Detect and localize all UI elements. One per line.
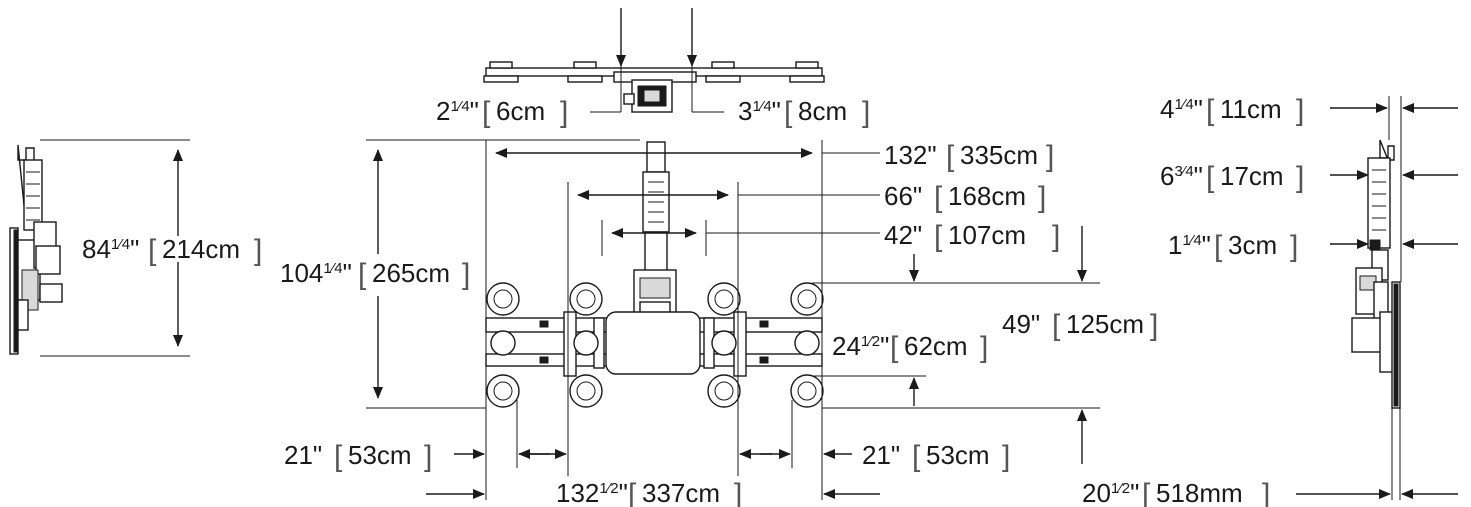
label-84-inch: 841⁄4" xyxy=(82,234,139,264)
svg-text:]: ] xyxy=(1296,161,1304,194)
label-21-inch-right: 21" xyxy=(862,440,900,470)
svg-text:]: ] xyxy=(862,96,870,129)
dimension-width-bottom xyxy=(426,449,880,499)
label-24-inch: 241⁄2" xyxy=(832,331,889,361)
front-view xyxy=(485,141,824,408)
extension-lines-front xyxy=(485,140,823,500)
svg-text:[: [ xyxy=(1052,309,1061,342)
label-3cm: 3cm xyxy=(1228,230,1277,260)
svg-text:]: ] xyxy=(560,96,568,129)
label-62cm: 62cm xyxy=(904,331,968,361)
svg-text:]: ] xyxy=(1296,94,1304,127)
dimension-cup-spacing xyxy=(812,254,926,406)
svg-text:[: [ xyxy=(934,220,943,253)
svg-text:]: ] xyxy=(1046,140,1054,173)
dimension-height-front xyxy=(366,139,640,409)
label-11cm: 11cm xyxy=(1220,94,1282,124)
svg-text:[: [ xyxy=(1214,230,1223,263)
label-125cm: 125cm xyxy=(1066,309,1144,339)
svg-text:[: [ xyxy=(628,478,637,507)
svg-text:[: [ xyxy=(1206,161,1215,194)
svg-text:[: [ xyxy=(358,258,367,291)
svg-text:[: [ xyxy=(1142,478,1151,507)
label-6-inch: 63⁄4" xyxy=(1160,161,1203,191)
svg-text:[: [ xyxy=(482,96,491,129)
label-49-inch: 49" xyxy=(1002,309,1040,339)
svg-text:]: ] xyxy=(1002,440,1010,473)
svg-text:[: [ xyxy=(946,140,955,173)
label-335cm: 335cm xyxy=(960,140,1038,170)
svg-text:]: ] xyxy=(1052,220,1060,253)
dimension-top-gaps xyxy=(590,8,724,113)
label-2-inch: 21⁄4" xyxy=(436,96,479,126)
svg-text:]: ] xyxy=(1290,230,1298,263)
label-518mm: 518mm xyxy=(1156,478,1243,507)
dimension-right-stack xyxy=(1296,96,1458,500)
label-17cm: 17cm xyxy=(1220,161,1284,191)
label-265cm: 265cm xyxy=(372,258,450,288)
label-1-inch: 11⁄4" xyxy=(1168,230,1211,260)
svg-text:[: [ xyxy=(912,440,921,473)
label-4-inch: 41⁄4" xyxy=(1160,94,1203,124)
label-104-inch: 1041⁄4" xyxy=(280,258,352,288)
dimension-height-left xyxy=(40,139,190,357)
label-214cm: 214cm xyxy=(162,234,240,264)
svg-text:]: ] xyxy=(254,234,262,267)
label-168cm: 168cm xyxy=(948,181,1026,211)
svg-text:[: [ xyxy=(1206,94,1215,127)
label-132-half-inch: 1321⁄2" xyxy=(556,478,628,507)
svg-text:]: ] xyxy=(1262,478,1270,507)
svg-text:]: ] xyxy=(1150,309,1158,342)
label-337cm: 337cm xyxy=(642,478,720,507)
svg-text:]: ] xyxy=(980,331,988,364)
svg-text:]: ] xyxy=(1038,181,1046,214)
label-53cm-right: 53cm xyxy=(926,440,990,470)
label-53cm-left: 53cm xyxy=(348,440,412,470)
svg-text:]: ] xyxy=(734,478,742,507)
dimension-pad-height xyxy=(822,226,1100,464)
label-8cm: 8cm xyxy=(798,96,847,126)
right-side-view xyxy=(1351,139,1401,409)
label-66-inch: 66" xyxy=(884,181,922,211)
suction-cup-group xyxy=(486,282,824,408)
svg-text:[: [ xyxy=(890,331,899,364)
label-20-inch: 201⁄2" xyxy=(1082,478,1139,507)
label-6cm: 6cm xyxy=(496,96,545,126)
svg-text:[: [ xyxy=(934,181,943,214)
left-side-view xyxy=(9,144,63,355)
label-132-inch: 132" xyxy=(884,140,937,170)
svg-text:[: [ xyxy=(148,234,157,267)
label-107cm: 107cm xyxy=(948,220,1026,250)
svg-text:[: [ xyxy=(784,96,793,129)
svg-text:[: [ xyxy=(334,440,343,473)
label-42-inch: 42" xyxy=(884,220,922,250)
svg-text:]: ] xyxy=(424,440,432,473)
label-3-inch: 31⁄4" xyxy=(738,96,781,126)
label-21-inch-left: 21" xyxy=(284,440,322,470)
svg-text:]: ] xyxy=(462,258,470,291)
top-view xyxy=(483,61,825,113)
